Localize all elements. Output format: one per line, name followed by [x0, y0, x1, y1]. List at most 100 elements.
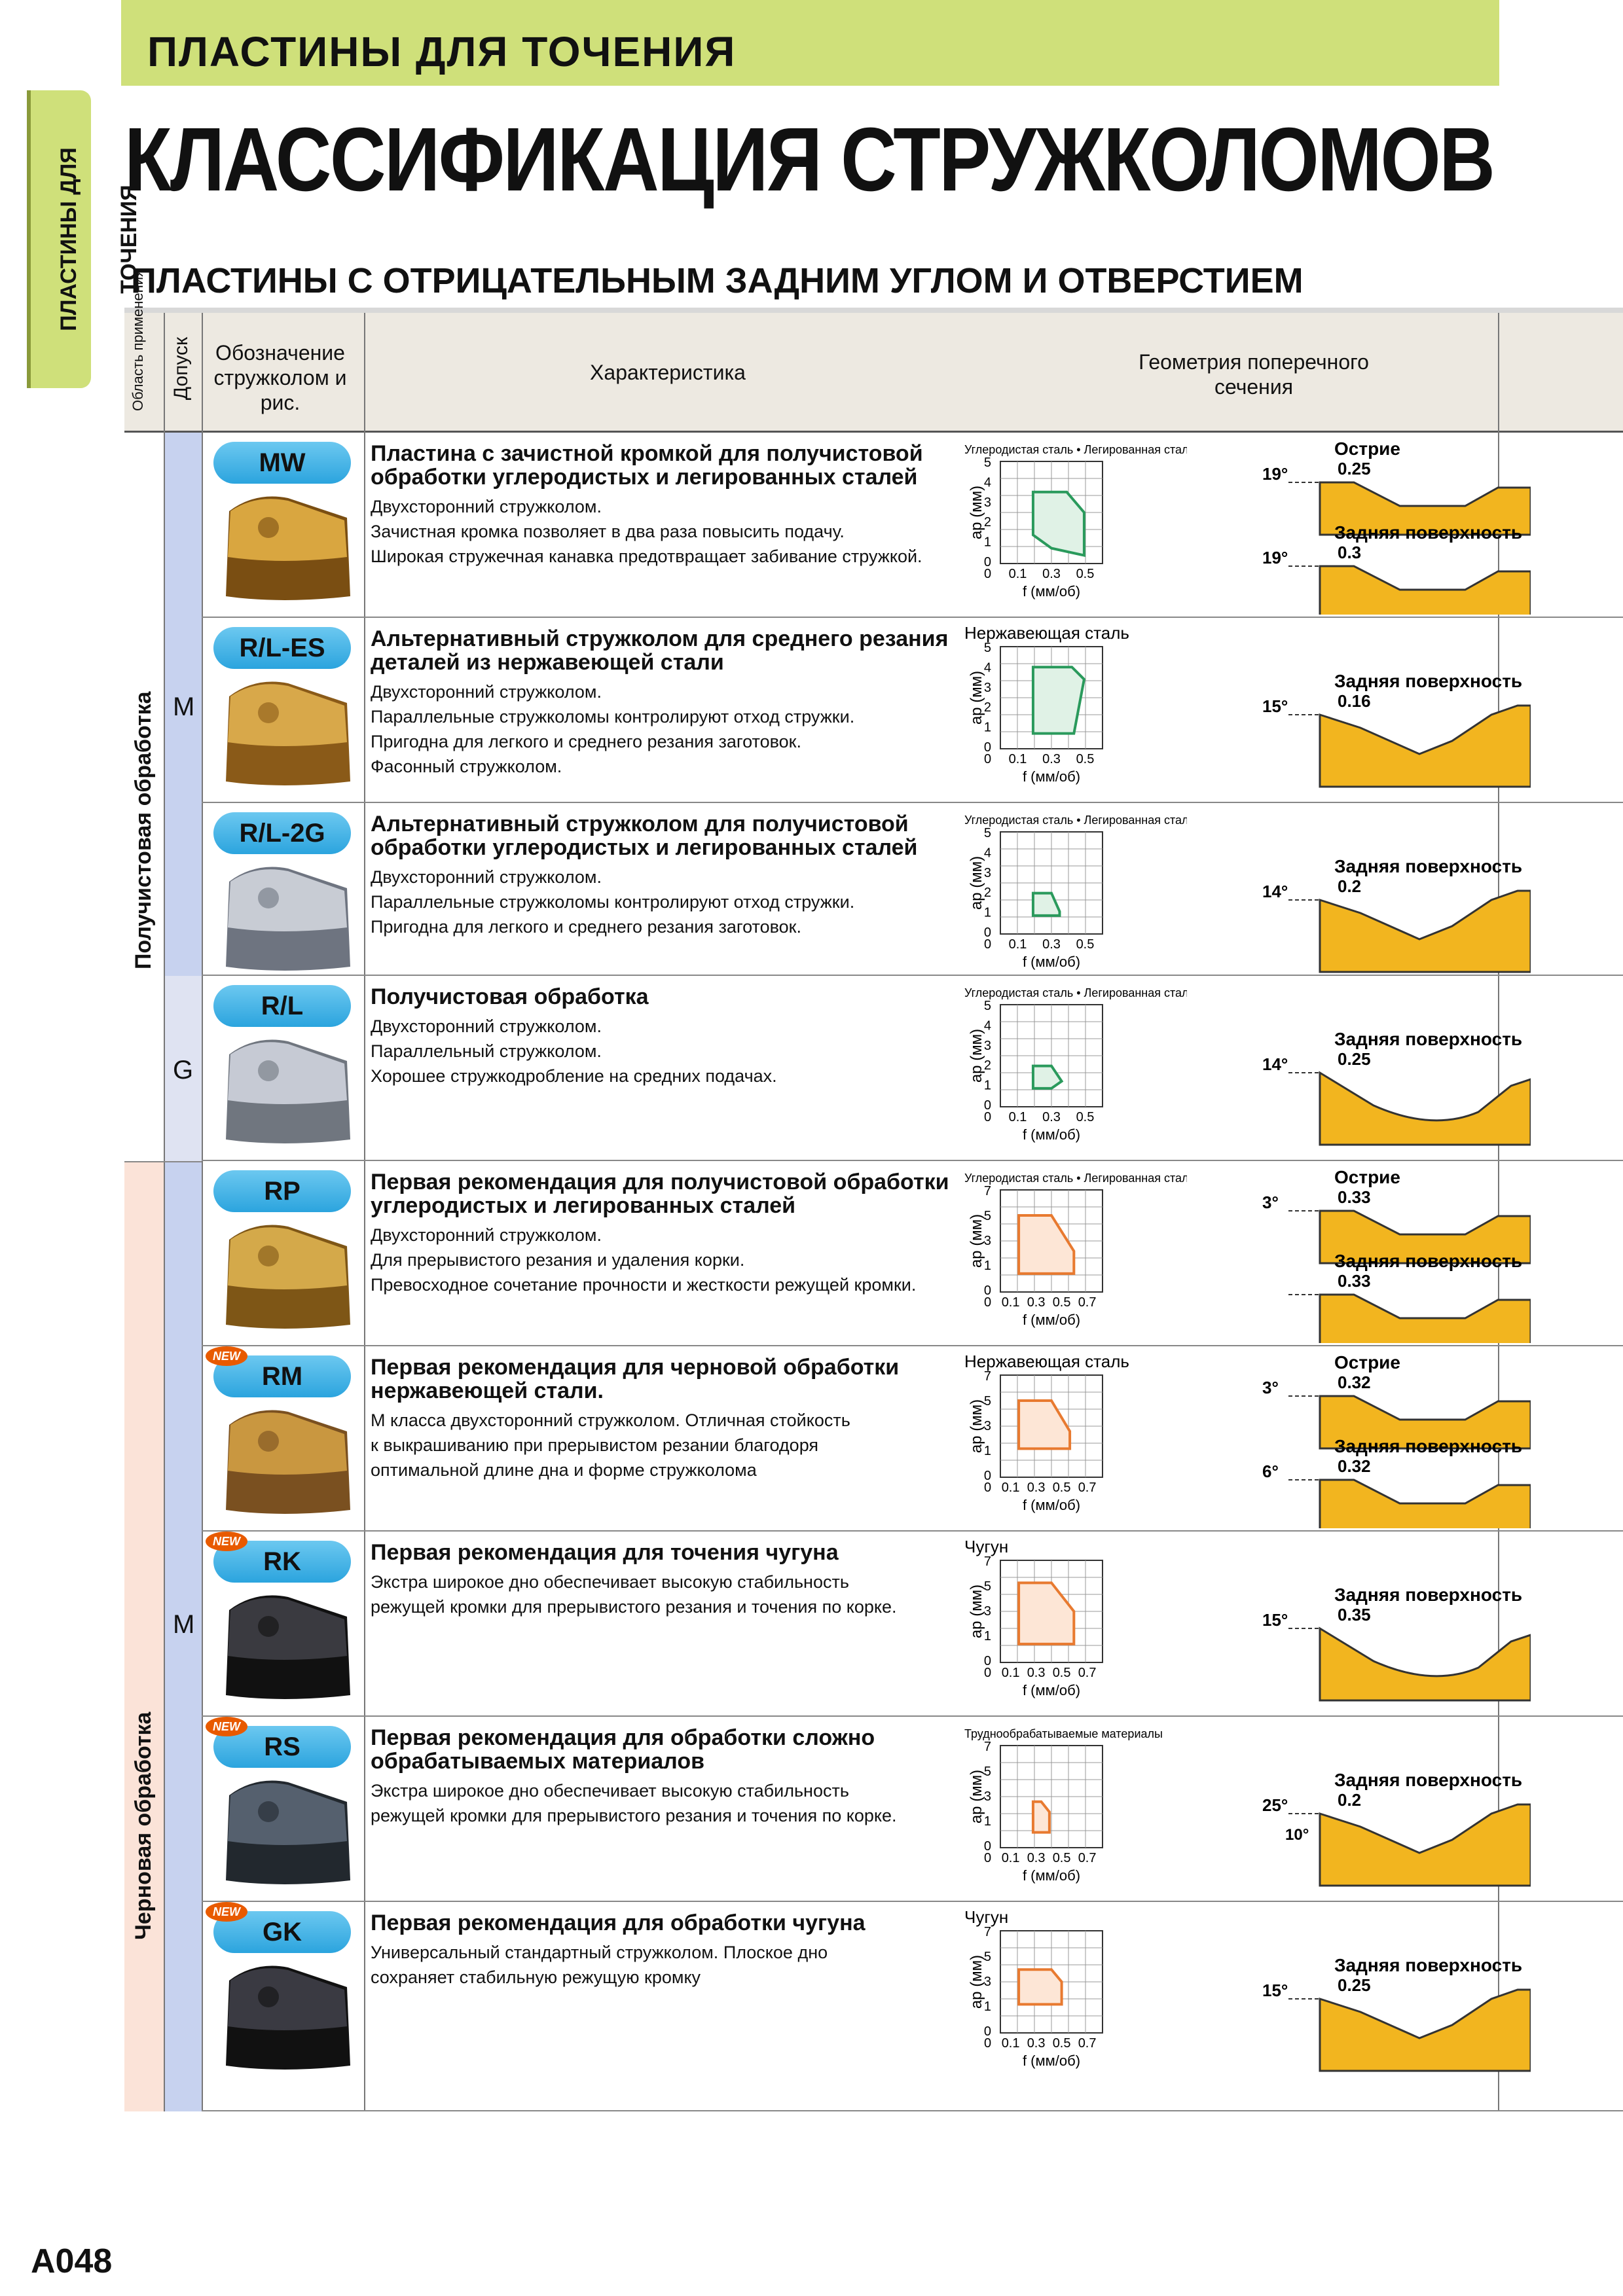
- insert-image: [226, 867, 350, 971]
- chart-ytick: 3: [984, 681, 991, 695]
- chart-ytick: 1: [984, 1444, 991, 1458]
- characteristic: Пластина с зачистной кромкой для получис…: [371, 442, 973, 569]
- geometry-dimension: 0.33: [1338, 1187, 1371, 1207]
- chart-origin: 0: [984, 567, 991, 581]
- characteristic-line: Пригодна для легкого и среднего резания …: [371, 732, 801, 751]
- geometry-angle2: 10°: [1285, 1826, 1309, 1844]
- geometry-dimension: 0.16: [1338, 691, 1371, 711]
- col-geometry: Геометрия поперечного сечения: [1139, 350, 1369, 399]
- chart-ytick: 1: [984, 1259, 991, 1273]
- chart-ytick: 3: [984, 1975, 991, 1989]
- chart-ytick: 3: [984, 1419, 991, 1433]
- chart-ylabel: ap (мм): [968, 1399, 985, 1453]
- chart-origin: 0: [984, 1851, 991, 1865]
- chart-xlabel: f (мм/об): [1023, 583, 1080, 600]
- geometry-angle: 3°: [1262, 1378, 1279, 1397]
- characteristic-line: Широкая стружечная канавка предотвращает…: [371, 547, 922, 566]
- page-subtitle: ПЛАСТИНЫ С ОТРИЦАТЕЛЬНЫМ ЗАДНИМ УГЛОМ И …: [131, 261, 1304, 300]
- chart-ylabel: ap (мм): [968, 486, 985, 539]
- characteristic: Альтернативный стружколом для среднего р…: [371, 627, 973, 779]
- divider-tol: [202, 313, 203, 2111]
- chipbreaker-table: Область применения Допуск Обозначение ст…: [124, 269, 1623, 2111]
- insert-image: [226, 496, 350, 600]
- chart-xtick: 0.3: [1042, 1110, 1061, 1124]
- chart-ytick: 0: [984, 555, 991, 569]
- table-row: MW Пластина с зачистной кромкой для получ…: [202, 433, 1623, 618]
- characteristic-line: Двухсторонний стружколом.: [371, 867, 602, 887]
- characteristic-lines: Двухсторонний стружколом.Параллельный ст…: [371, 1014, 973, 1088]
- insert-image: [226, 1039, 350, 1143]
- chipbreaker-code-badge: RP: [213, 1170, 351, 1212]
- geometry-dimension: 0.2: [1338, 1790, 1361, 1810]
- chipbreaker-code-badge: MW: [213, 442, 351, 484]
- geometry-label: Задняя поверхность: [1334, 1955, 1522, 1975]
- chart-origin: 0: [984, 1666, 991, 1680]
- characteristic-title: Альтернативный стружколом для среднего р…: [371, 626, 949, 675]
- characteristic-title: Первая рекомендация для получистовой обр…: [371, 1170, 949, 1218]
- characteristic-line: Двухсторонний стружколом.: [371, 1225, 602, 1245]
- section-band: ПЛАСТИНЫ ДЛЯ ТОЧЕНИЯ: [121, 0, 1499, 86]
- geometry-angle: 25°: [1262, 1795, 1288, 1815]
- chart-ylabel: ap (мм): [968, 1029, 985, 1083]
- chart-ytick: 1: [984, 906, 991, 920]
- insert-image: [226, 1595, 350, 1699]
- chart-ytick: 3: [984, 495, 991, 510]
- characteristic-lines: Двухсторонний стружколом.Зачистная кромк…: [371, 494, 973, 569]
- band-tol-g: [164, 976, 202, 1161]
- geometry-angle: 15°: [1262, 1981, 1288, 2000]
- geometry-label: Задняя поверхность: [1334, 1251, 1522, 1271]
- geometry-angle: 19°: [1262, 548, 1288, 567]
- chart-ytick: 3: [984, 1789, 991, 1804]
- chart-ytick: 5: [984, 1579, 991, 1594]
- chipbreaker-code-badge: R/L: [213, 985, 351, 1027]
- chart-xtick: 0.1: [1009, 567, 1027, 581]
- geometry-label: Задняя поверхность: [1334, 1770, 1522, 1790]
- characteristic-title: Пластина с зачистной кромкой для получис…: [371, 441, 923, 490]
- geometry-dimension: 0.32: [1338, 1372, 1371, 1392]
- chart-origin: 0: [984, 2036, 991, 2051]
- characteristic-line: М класса двухсторонний стружколом. Отлич…: [371, 1410, 850, 1430]
- application-range-chart: Углеродистая сталь • Легированная сталь7…: [964, 1172, 1187, 1328]
- chart-material: Углеродистая сталь • Легированная сталь: [964, 986, 1187, 999]
- geometry-label: Задняя поверхность: [1334, 1436, 1522, 1456]
- characteristic-line: режущей кромки для прерывистого резания …: [371, 1806, 897, 1825]
- chart-material: Нержавеющая сталь: [964, 1353, 1129, 1371]
- group-divider: [124, 1161, 202, 1162]
- chart-ytick: 7: [984, 1369, 991, 1384]
- geometry-angle: 15°: [1262, 696, 1288, 716]
- geometry-angle: 3°: [1262, 1193, 1279, 1212]
- chart-xtick: 0.3: [1027, 1295, 1046, 1310]
- insert-image: [226, 1965, 350, 2070]
- chart-xtick: 0.3: [1027, 1480, 1046, 1495]
- geometry-angle: 14°: [1262, 882, 1288, 901]
- new-badge: NEW: [206, 1532, 247, 1551]
- geometry-angle: 14°: [1262, 1054, 1288, 1074]
- chart-ytick: 1: [984, 1629, 991, 1643]
- chart-xtick: 0.3: [1042, 752, 1061, 766]
- characteristic: Первая рекомендация для получистовой обр…: [371, 1170, 973, 1297]
- geometry-label: Острие: [1334, 1167, 1400, 1187]
- chart-ytick: 7: [984, 1554, 991, 1569]
- divider-app: [164, 313, 165, 2111]
- characteristic-line: Параллельные стружколомы контролируют от…: [371, 892, 855, 912]
- band-tol-m2: [164, 1161, 202, 2111]
- chart-ylabel: ap (мм): [968, 856, 985, 910]
- subtitle-rule: [124, 308, 1623, 313]
- band-semi-finishing: Получистовая обработка: [124, 433, 164, 1161]
- side-tab-rule: [0, 90, 31, 388]
- group-semi-finishing: Получистовая обработка: [131, 691, 156, 969]
- geometry-label: Задняя поверхность: [1334, 522, 1522, 543]
- chart-ytick: 2: [984, 1058, 991, 1073]
- chart-ytick: 3: [984, 1604, 991, 1619]
- tolerance-m1: M: [173, 692, 195, 721]
- chart-xtick: 0.7: [1078, 1480, 1097, 1495]
- chart-ytick: 4: [984, 660, 991, 675]
- chart-xtick: 0.1: [1002, 1851, 1020, 1865]
